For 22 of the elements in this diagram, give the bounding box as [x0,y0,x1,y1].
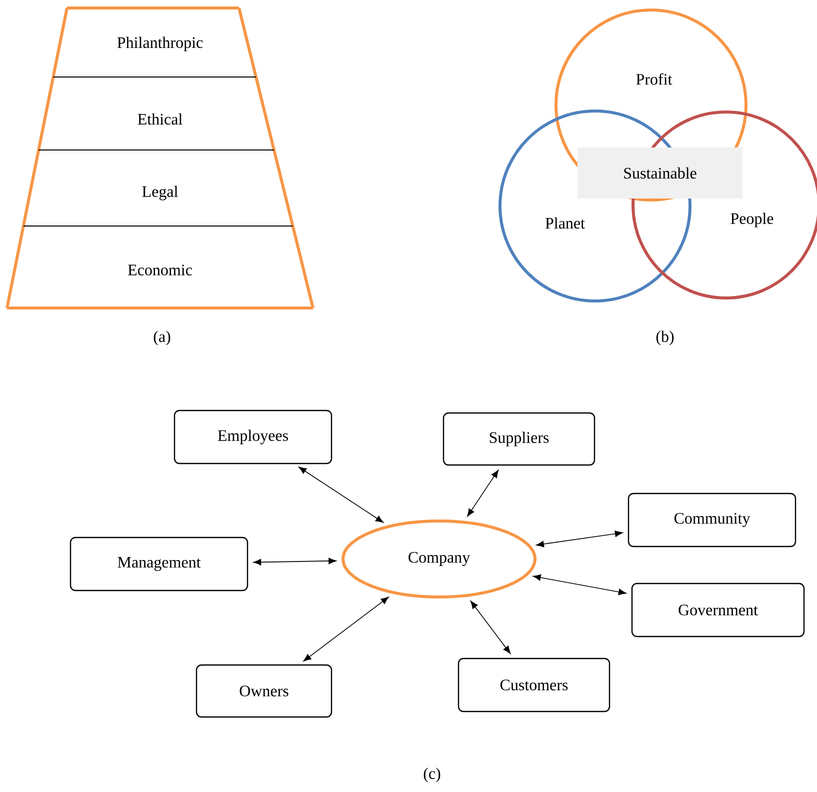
stakeholder-box: Employees [174,410,332,464]
arrow [470,600,511,654]
pyramid-band: Legal [22,150,294,226]
stakeholder-box: Community [628,492,796,548]
panel-label: (b) [656,330,674,346]
stakeholder-box: Customers [458,658,610,712]
pyramid-band: Ethical [37,76,276,150]
arrow [253,558,336,566]
pyramid-band: Philanthropic [52,6,258,78]
stakeholder-box: Suppliers [442,412,596,466]
ellipse-node: Company [342,520,536,598]
arrow [298,466,384,523]
panel-label: (a) [154,330,170,346]
stakeholder-box: Owners [196,664,332,718]
pyramid-band: Economic [6,226,314,310]
arrow [532,574,626,596]
arrow [467,470,499,517]
arrow [536,530,623,548]
panel-label: (c) [424,768,440,782]
arrow [303,596,389,662]
stakeholder-box: Government [631,582,805,638]
stakeholder-box: Management [70,536,248,592]
